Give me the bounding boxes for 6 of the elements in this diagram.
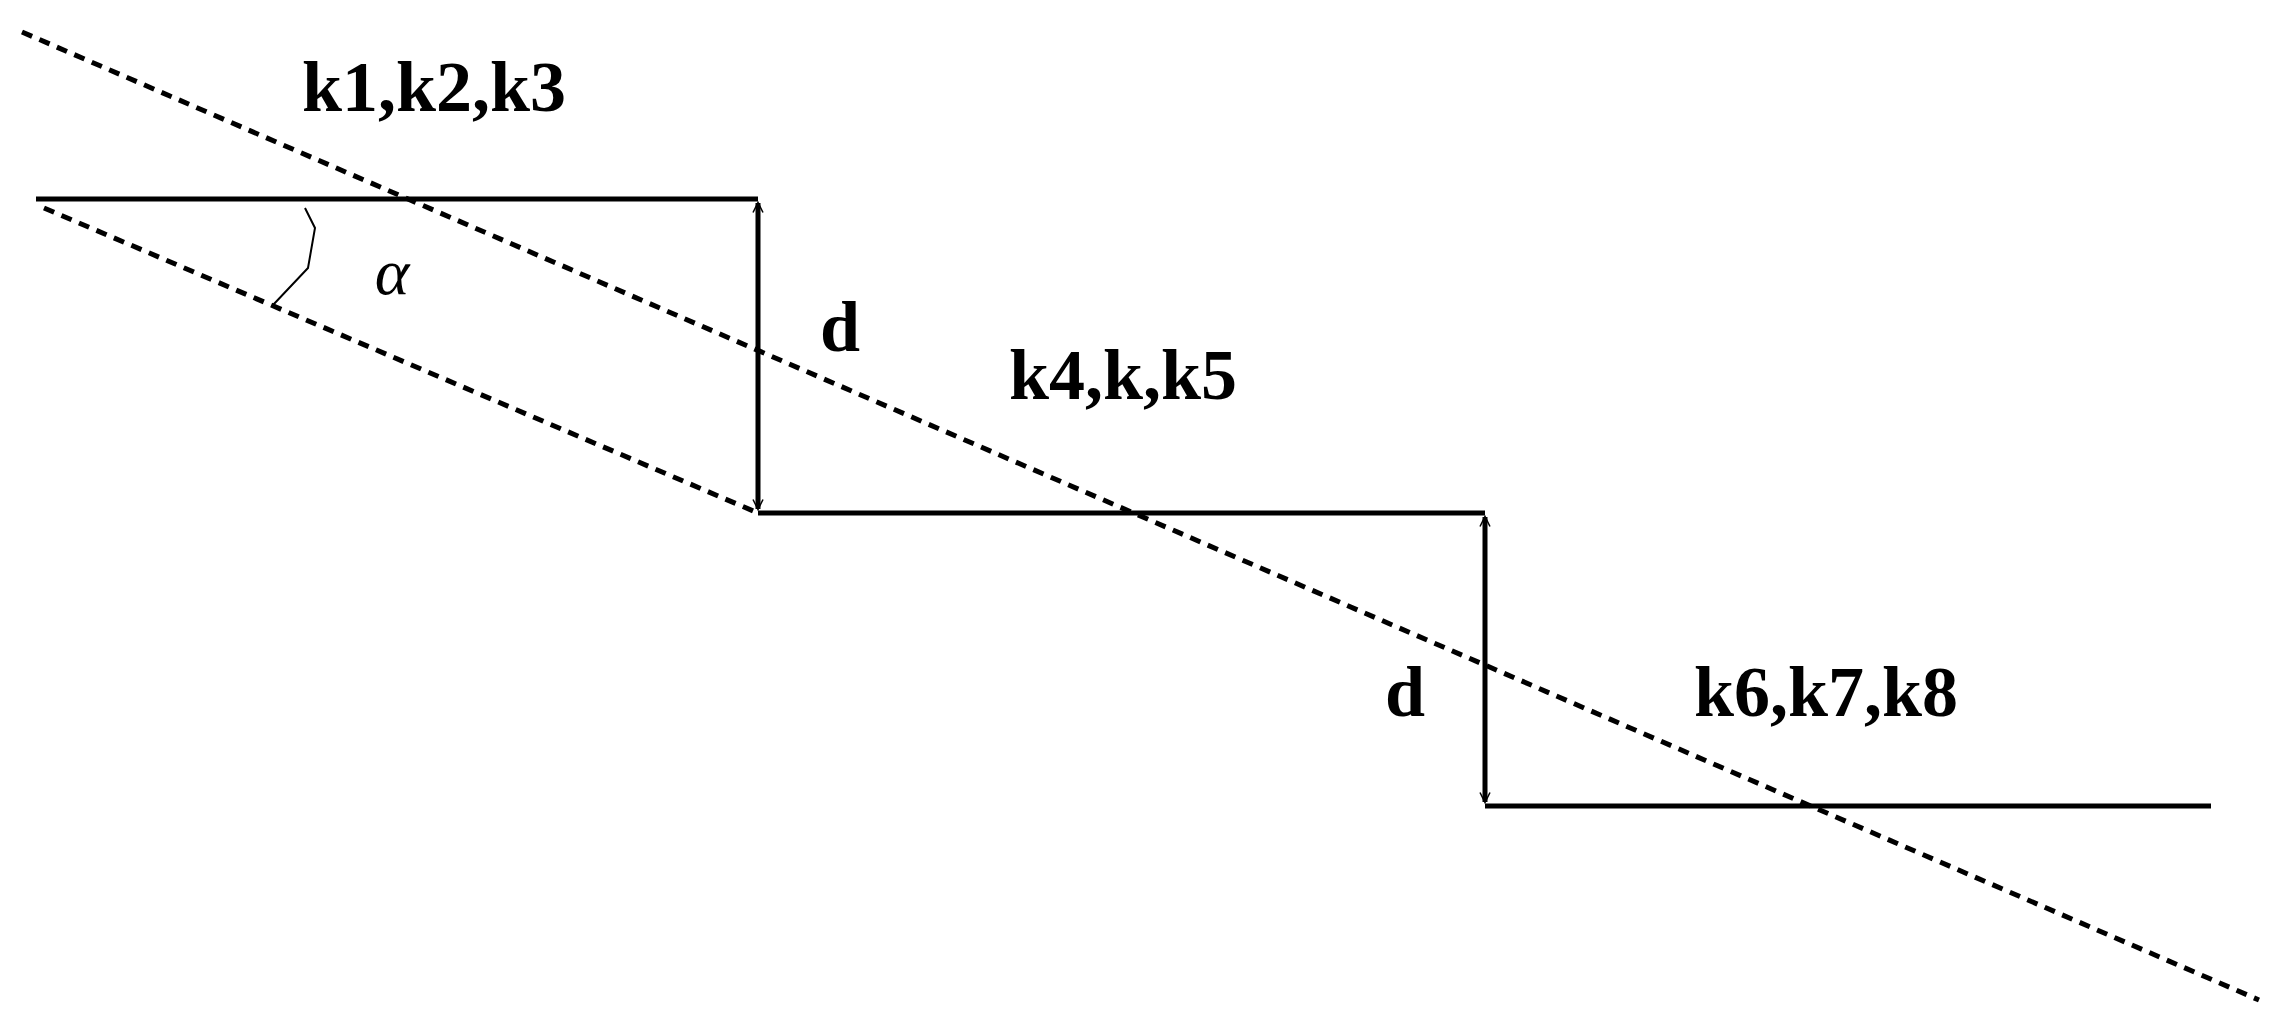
coefficient-label: k1,k2,k3 [301, 51, 567, 123]
angle-label: α [374, 239, 410, 305]
coefficient-label: k4,k,k5 [1008, 339, 1238, 411]
dimension-label: d [820, 291, 860, 363]
dimension-label: d [1385, 656, 1425, 728]
coefficient-label: k6,k7,k8 [1693, 656, 1959, 728]
